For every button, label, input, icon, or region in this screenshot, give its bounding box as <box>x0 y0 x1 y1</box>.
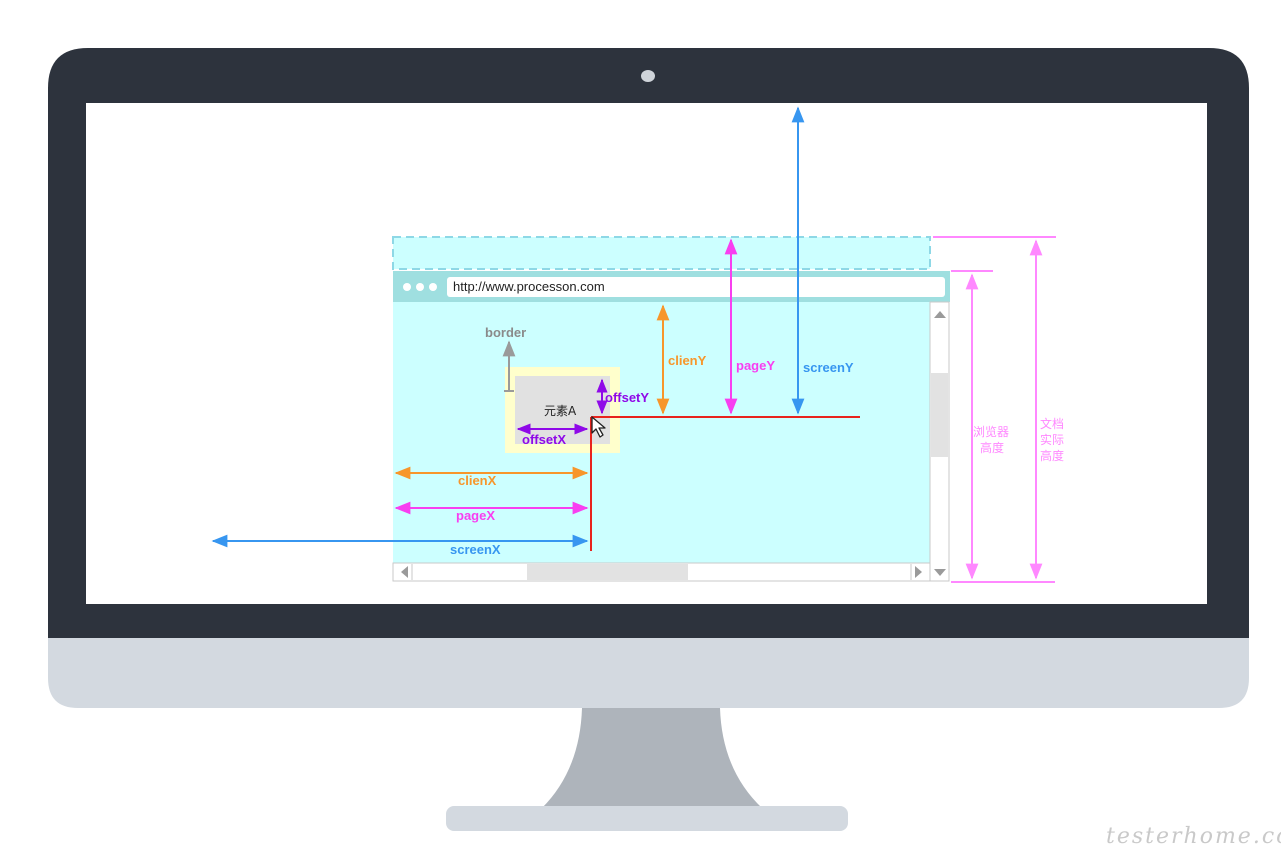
screenX-arrow: screenX <box>211 534 589 557</box>
monitor-stand-base <box>446 806 848 831</box>
camera-dot <box>641 70 655 82</box>
scroll-right-arrow-icon[interactable] <box>915 566 922 578</box>
offsetY-arrow: offsetY <box>596 378 649 415</box>
clienX-label: clienX <box>458 473 497 488</box>
window-dot-icon[interactable] <box>403 283 411 291</box>
screenY-arrow: screenY <box>791 106 854 415</box>
pageX-label: pageX <box>456 508 495 523</box>
document-top-dashed <box>392 236 931 270</box>
pageY-arrow: pageY <box>724 238 775 415</box>
vertical-scroll-thumb[interactable] <box>931 373 948 457</box>
monitor-stand-neck <box>542 708 762 808</box>
scroll-left-arrow-icon[interactable] <box>401 566 408 578</box>
document-height-measure: 文档 实际 高度 <box>933 236 1064 580</box>
mouse-pointer-icon <box>591 416 606 438</box>
offsetY-label: offsetY <box>605 390 649 405</box>
window-dot-icon[interactable] <box>429 283 437 291</box>
scroll-down-arrow-icon[interactable] <box>934 569 946 576</box>
address-url: http://www.processon.com <box>453 279 605 294</box>
horizontal-scroll-thumb[interactable] <box>527 564 688 580</box>
screenY-label: screenY <box>803 360 854 375</box>
browser-height-measure: 浏览器 高度 <box>951 270 1055 583</box>
browser-window: http://www.processon.com <box>392 271 950 582</box>
screenX-label: screenX <box>450 542 501 557</box>
clienY-label: clienY <box>668 353 707 368</box>
pageX-arrow: pageX <box>394 501 589 523</box>
document-height-label-1: 文档 <box>1040 416 1064 431</box>
browser-height-label-1: 浏览器 <box>973 424 1009 439</box>
offsetX-label: offsetX <box>522 432 566 447</box>
browser-viewport <box>393 302 930 563</box>
watermark: testerhome.com <box>1106 824 1281 849</box>
document-height-label-2: 实际 <box>1040 432 1064 447</box>
address-bar[interactable] <box>447 277 945 297</box>
clienY-arrow: clienY <box>656 304 707 415</box>
pageY-label: pageY <box>736 358 775 373</box>
window-dot-icon[interactable] <box>416 283 424 291</box>
border-label: border <box>485 325 526 340</box>
scroll-up-arrow-icon[interactable] <box>934 311 946 318</box>
offsetX-arrow: offsetX <box>516 423 589 447</box>
clienX-arrow: clienX <box>394 466 589 488</box>
document-height-label-3: 高度 <box>1040 448 1064 463</box>
browser-height-label-2: 高度 <box>980 440 1004 455</box>
element-a-label: 元素A <box>544 404 577 418</box>
border-indicator: border <box>485 325 526 392</box>
